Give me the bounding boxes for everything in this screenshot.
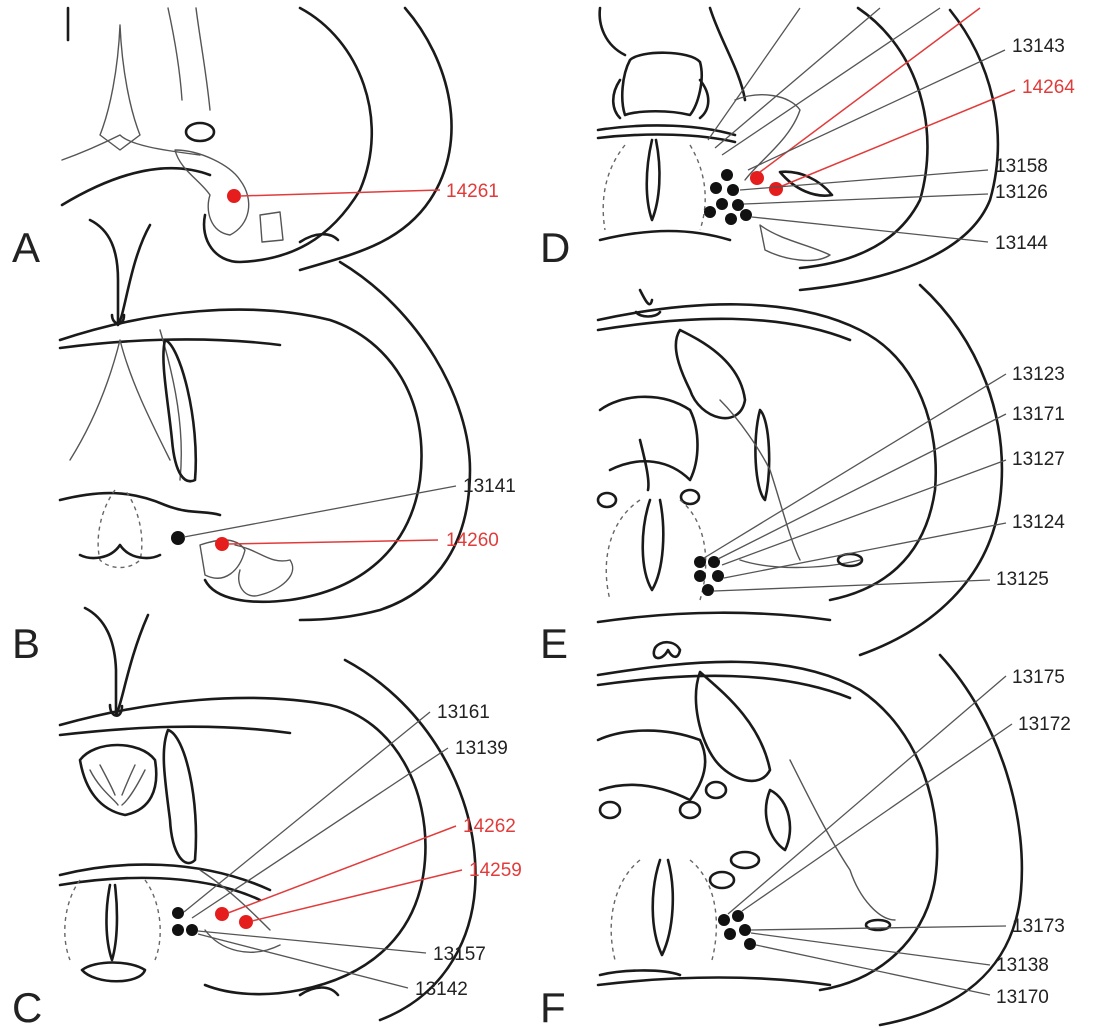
leader-line-13126 [744, 194, 988, 204]
leader-line-13139 [192, 748, 448, 918]
recording-site-14259 [239, 915, 253, 929]
site-label-13171: 13171 [1012, 404, 1065, 425]
site-label-13170: 13170 [996, 987, 1049, 1008]
recording-site-13126-d [716, 198, 728, 210]
recording-site-13170 [744, 938, 756, 950]
recording-site-13144-b [725, 213, 737, 225]
site-label-13157: 13157 [433, 944, 486, 965]
site-label-14262: 14262 [463, 816, 516, 837]
panel-d: 13143 14264 13158 13126 13144 D [540, 8, 1075, 290]
site-label-14264: 14264 [1022, 77, 1075, 98]
recording-site-13125 [702, 584, 714, 596]
site-label-13161: 13161 [437, 702, 490, 723]
site-label-13144: 13144 [995, 233, 1048, 254]
leader-line-d-red-1 [760, 8, 980, 172]
site-label-13138: 13138 [996, 955, 1049, 976]
panel-letter-a: A [12, 224, 40, 271]
leader-line-14261 [240, 190, 440, 196]
site-label-14261: 14261 [446, 181, 499, 202]
recording-site-13139 [172, 924, 184, 936]
leader-line-13170 [756, 945, 990, 995]
panel-d-section-outline [598, 8, 998, 290]
leader-line-13161 [184, 712, 430, 912]
leader-line-14262 [228, 826, 456, 913]
panel-a: 14261 A [12, 8, 499, 271]
leader-line-d-3 [722, 8, 940, 155]
leader-line-14260 [228, 540, 438, 544]
site-label-13124: 13124 [1012, 512, 1065, 533]
site-label-13175: 13175 [1012, 667, 1065, 688]
site-label-13173: 13173 [1012, 916, 1065, 937]
recording-site-13126-c [727, 184, 739, 196]
site-label-13127: 13127 [1012, 449, 1065, 470]
panel-c-section-outline [60, 608, 475, 1020]
leader-line-13125 [714, 580, 990, 591]
leader-line-d-1 [708, 8, 800, 140]
panel-letter-d: D [540, 224, 570, 271]
panel-letter-c: C [12, 984, 42, 1028]
site-label-13125: 13125 [996, 569, 1049, 590]
leader-line-13175 [728, 676, 1006, 914]
recording-site-13144 [704, 206, 716, 218]
leader-line-13138 [751, 933, 990, 965]
site-label-13158: 13158 [995, 156, 1048, 177]
recording-site-14264-upper [750, 171, 764, 185]
recording-site-13126-b [710, 182, 722, 194]
recording-site-14262 [215, 907, 229, 921]
recording-site-13127 [694, 570, 706, 582]
site-label-13141: 13141 [463, 476, 516, 497]
recording-site-13157 [186, 924, 198, 936]
recording-site-13124 [712, 570, 724, 582]
recording-site-14264 [769, 182, 783, 196]
site-label-13142: 13142 [415, 979, 468, 1000]
recording-site-13138 [739, 924, 751, 936]
leader-line-13141 [184, 486, 456, 537]
panel-b: 13141 14260 B [12, 220, 516, 667]
recording-site-13144-c [740, 209, 752, 221]
leader-line-13124 [724, 523, 1006, 578]
site-label-13123: 13123 [1012, 364, 1065, 385]
recording-site-14261 [227, 189, 241, 203]
leader-line-13172 [742, 724, 1012, 911]
leader-line-13127 [722, 460, 1006, 565]
leader-line-13171 [718, 414, 1006, 559]
recording-site-14260 [215, 537, 229, 551]
site-label-14259: 14259 [469, 860, 522, 881]
recording-site-13126-e [732, 199, 744, 211]
panel-f: 13175 13172 13173 13138 13170 F [540, 642, 1071, 1028]
leader-line-14259 [252, 870, 462, 921]
recording-site-13141 [171, 531, 185, 545]
recording-site-13126-a [721, 169, 733, 181]
panel-e: 13123 13171 13127 13124 13125 E [540, 285, 1065, 667]
panel-letter-e: E [540, 620, 568, 667]
leader-line-13158 [740, 170, 988, 190]
recording-site-13161 [172, 907, 184, 919]
site-label-13172: 13172 [1018, 714, 1071, 735]
recording-site-13171 [708, 556, 720, 568]
site-label-13143: 13143 [1012, 36, 1065, 57]
panel-letter-f: F [540, 984, 566, 1028]
recording-site-13172 [732, 910, 744, 922]
site-label-13126: 13126 [995, 182, 1048, 203]
site-label-14260: 14260 [446, 530, 499, 551]
panel-letter-b: B [12, 620, 40, 667]
leader-line-13144 [752, 217, 988, 242]
panel-e-section-outline [598, 285, 1002, 655]
panel-c: 13161 13139 14262 14259 13157 13142 C [12, 608, 522, 1028]
panel-a-section-outline [62, 8, 452, 270]
panel-f-section-outline [598, 642, 1022, 1025]
recording-site-13173 [724, 928, 736, 940]
recording-site-13175 [718, 914, 730, 926]
panel-b-section-outline [60, 220, 470, 620]
site-label-13139: 13139 [455, 738, 508, 759]
leader-line-13123 [704, 374, 1006, 558]
leader-line-13142 [198, 934, 408, 988]
